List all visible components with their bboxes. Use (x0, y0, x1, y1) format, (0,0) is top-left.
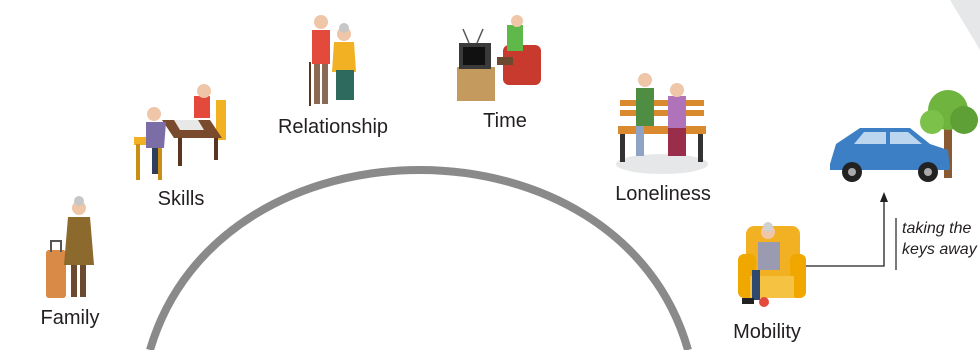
mobility-figure (738, 222, 806, 307)
time-figure (457, 15, 541, 101)
family-label: Family (40, 307, 100, 329)
mobility-label: Mobility (733, 321, 801, 343)
time-label: Time (483, 110, 527, 132)
corner-shape (950, 0, 980, 50)
relationship-figure (309, 15, 356, 106)
loneliness-label: Loneliness (615, 183, 711, 205)
large-arc (146, 166, 692, 350)
annotation-line-2: keys away (902, 241, 977, 258)
connector-arrowhead (880, 192, 888, 202)
car-tree-figure (830, 90, 978, 182)
keys-annotation: taking the keys away (902, 218, 977, 260)
annotation-line-1: taking the (902, 220, 972, 237)
mobility-connector-line (805, 198, 885, 267)
relationship-label: Relationship (277, 116, 389, 138)
loneliness-figure (616, 73, 708, 174)
skills-figure (134, 84, 226, 180)
family-figure (46, 196, 94, 298)
skills-label: Skills (157, 188, 205, 210)
